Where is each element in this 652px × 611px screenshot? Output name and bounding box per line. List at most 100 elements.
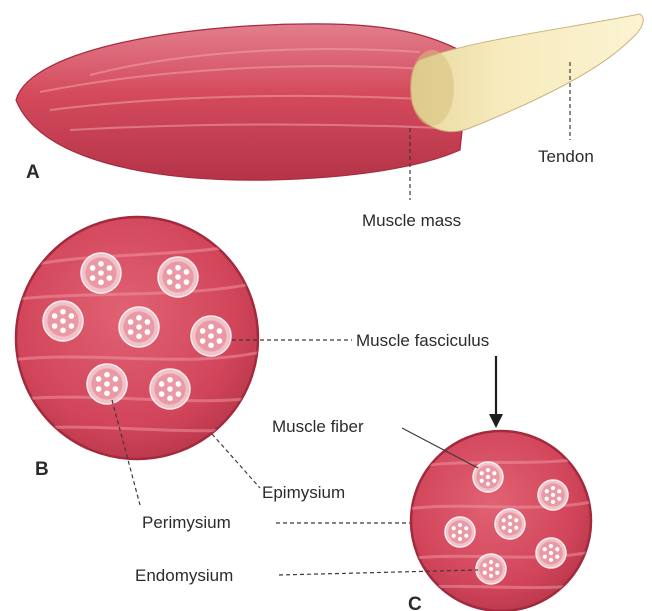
fiber-dot xyxy=(167,269,173,275)
fiber-dot xyxy=(549,558,553,562)
fasciculus-arrow xyxy=(489,356,503,428)
fiber-dot xyxy=(217,338,223,344)
fiber-dot xyxy=(69,323,75,329)
tendon-junction-shadow xyxy=(410,50,454,126)
fiber-dot xyxy=(136,315,142,321)
fiber-dot xyxy=(107,275,113,281)
fiber-dot xyxy=(208,342,214,348)
fiber-dot xyxy=(502,518,506,522)
fiber-dot xyxy=(176,391,182,397)
muscle-fasciculus-label: Muscle fasciculus xyxy=(356,331,489,350)
fascicle-4 xyxy=(119,307,159,347)
fiber-dot xyxy=(104,381,110,387)
fiber-dot xyxy=(176,381,182,387)
fiber-dot xyxy=(489,574,493,578)
fiber-dot xyxy=(514,518,518,522)
fiber-dot xyxy=(98,270,104,276)
fiber-dot xyxy=(543,547,547,551)
fiber-dot xyxy=(514,526,518,530)
fascicle-5 xyxy=(191,316,231,356)
fiber-dot xyxy=(551,493,555,497)
fiber-dot xyxy=(545,489,549,493)
fiber-dot xyxy=(208,324,214,330)
panel-b-letter: B xyxy=(35,459,49,480)
fiber-dot xyxy=(104,390,110,396)
fiber-dot xyxy=(489,567,493,571)
fiber-dot xyxy=(495,571,499,575)
fiber-dot xyxy=(486,468,490,472)
panel-a-letter: A xyxy=(26,162,40,183)
fiber-dot xyxy=(458,537,462,541)
fiber-dot xyxy=(159,381,165,387)
fiber-dot xyxy=(480,471,484,475)
panel-c-letter: C xyxy=(408,594,422,611)
fiber-dot xyxy=(90,275,96,281)
fascicle-1 xyxy=(81,253,121,293)
perimysium-label: Perimysium xyxy=(142,513,231,532)
fiber-dot xyxy=(60,309,66,315)
fiber-dot xyxy=(175,265,181,271)
fiber-dot xyxy=(113,386,119,392)
panel-c-fasciculus xyxy=(400,431,600,611)
fiber-dot xyxy=(60,318,66,324)
fiber-dot xyxy=(96,386,102,392)
endomysium-label: Endomysium xyxy=(135,566,233,585)
fiber-dot xyxy=(113,376,119,382)
panel-b-cross-section xyxy=(10,217,270,459)
fiber-dot xyxy=(486,475,490,479)
fiber-dot xyxy=(217,328,223,334)
fiber-dot xyxy=(508,522,512,526)
muscle-belly xyxy=(16,24,470,180)
muscle-fiber-3 xyxy=(445,517,475,547)
fiber-dot xyxy=(508,529,512,533)
fiber-dot xyxy=(549,544,553,548)
fiber-dot xyxy=(483,571,487,575)
fiber-dot xyxy=(557,497,561,501)
fiber-dot xyxy=(545,497,549,501)
fascicle-3 xyxy=(43,301,83,341)
fiber-dot xyxy=(69,313,75,319)
fiber-dot xyxy=(159,391,165,397)
tendon-label: Tendon xyxy=(538,147,594,166)
muscle-fiber-6 xyxy=(476,554,506,584)
fiber-dot xyxy=(464,526,468,530)
epimysium-label: Epimysium xyxy=(262,483,345,502)
fiber-dot xyxy=(555,547,559,551)
fiber-dot xyxy=(52,313,58,319)
fiber-dot xyxy=(145,329,151,335)
fiber-dot xyxy=(184,279,190,285)
fiber-dot xyxy=(128,329,134,335)
fiber-dot xyxy=(128,319,134,325)
fiber-dot xyxy=(184,269,190,275)
fiber-dot xyxy=(90,265,96,271)
fiber-dot xyxy=(492,471,496,475)
fascicle-2 xyxy=(158,257,198,297)
fiber-dot xyxy=(145,319,151,325)
fiber-dot xyxy=(480,479,484,483)
fiber-dot xyxy=(483,563,487,567)
fiber-dot xyxy=(98,261,104,267)
fiber-dot xyxy=(452,526,456,530)
fiber-dot xyxy=(175,274,181,280)
fiber-dot xyxy=(167,279,173,285)
fiber-dot xyxy=(551,500,555,504)
fiber-dot xyxy=(458,530,462,534)
fascicle-6 xyxy=(87,364,127,404)
fiber-dot xyxy=(557,489,561,493)
fiber-dot xyxy=(167,377,173,383)
fiber-dot xyxy=(167,395,173,401)
fiber-dot xyxy=(136,324,142,330)
fiber-dot xyxy=(96,376,102,382)
epimysium-leader xyxy=(212,434,260,488)
fiber-dot xyxy=(452,534,456,538)
fiber-dot xyxy=(52,323,58,329)
fiber-dot xyxy=(495,563,499,567)
fiber-dot xyxy=(200,338,206,344)
fiber-dot xyxy=(464,534,468,538)
fiber-dot xyxy=(458,523,462,527)
muscle-fiber-1 xyxy=(473,462,503,492)
fiber-dot xyxy=(104,372,110,378)
fiber-dot xyxy=(543,555,547,559)
muscle-mass-label: Muscle mass xyxy=(362,211,461,230)
